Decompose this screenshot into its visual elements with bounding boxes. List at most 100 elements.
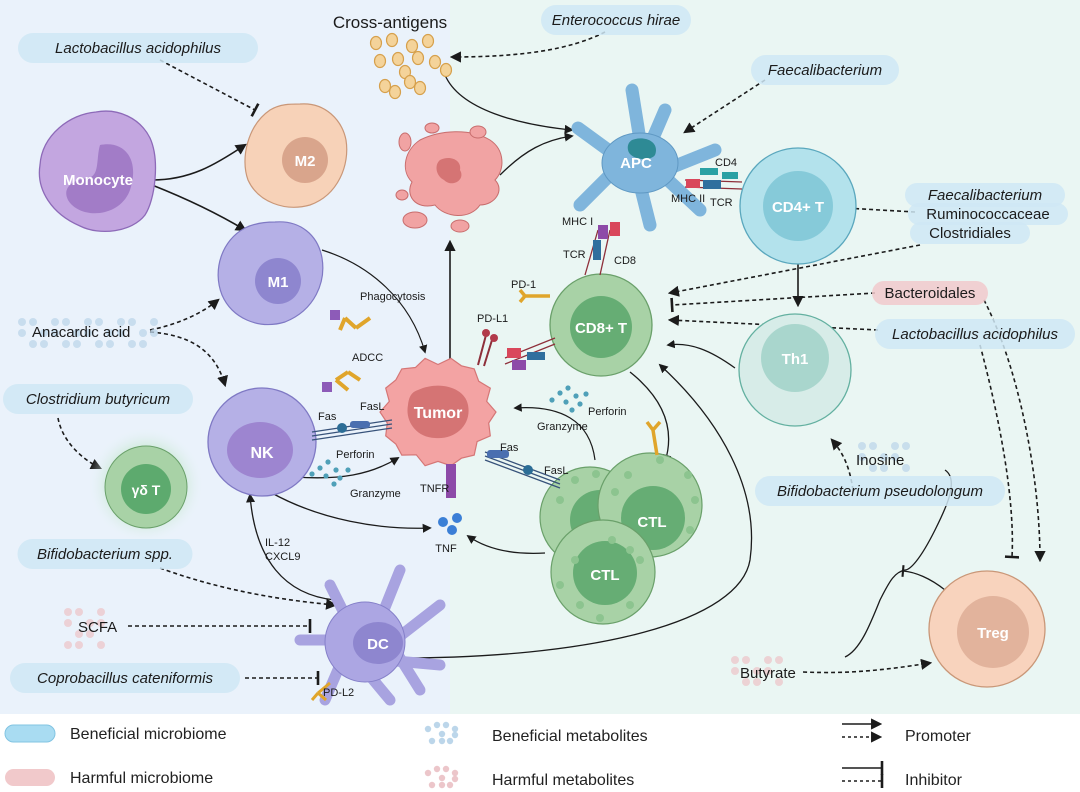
microbe-clostridium-butyricum[interactable]: Clostridium butyricum <box>3 384 193 414</box>
antigen-particle <box>428 54 442 70</box>
th1-label: Th1 <box>782 351 809 368</box>
microbe-label: Coprobacillus cateniformis <box>37 670 213 687</box>
anacardic-acid-dot <box>150 329 158 337</box>
inosine-dot <box>869 442 877 450</box>
anacardic-acid-dot <box>73 329 81 337</box>
scfa-dot <box>64 619 72 627</box>
butyrate-dot <box>742 678 750 686</box>
monocyte-cell[interactable]: Monocyte <box>38 110 157 233</box>
microbe-pill-bg <box>10 663 240 693</box>
m1-macrophage-cell[interactable]: M1 <box>217 221 324 326</box>
cd8-label: CD8 <box>614 255 636 267</box>
ctl-label-2: CTL <box>590 567 619 584</box>
fasl-ctl-label: FasL <box>544 465 568 477</box>
arrow-antigens-to-apc <box>444 74 574 134</box>
m2-macrophage-cell[interactable]: M2 <box>244 103 348 208</box>
microbe-pill-bg <box>755 476 1005 506</box>
anacardic-acid-dot <box>29 340 37 348</box>
butyrate-dot <box>753 667 761 675</box>
anacardic-acid-dot <box>139 329 147 337</box>
fas-nk-label: Fas <box>318 411 337 423</box>
antigen-particle <box>373 53 387 69</box>
anacardic-acid-dot <box>29 318 37 326</box>
antigen-particle <box>403 74 417 90</box>
anacardic-acid-dot <box>51 329 59 337</box>
apc-cell[interactable]: APC <box>571 83 722 232</box>
microbe-clostridiales[interactable]: Clostridiales <box>910 222 1030 244</box>
microbe-label: Bifidobacterium spp. <box>37 546 173 563</box>
monocyte-label: Monocyte <box>63 172 133 189</box>
anacardic-acid-dot <box>40 340 48 348</box>
microbe-label: Bifidobacterium pseudolongum <box>777 483 983 500</box>
tcr-cd8-label: TCR <box>563 249 586 261</box>
m1-label: M1 <box>268 274 289 291</box>
anacardic-acid-dot <box>18 329 26 337</box>
arrow-dc-to-nk <box>246 493 336 601</box>
microbe-bifidobacterium-spp[interactable]: Bifidobacterium spp. <box>17 539 193 569</box>
anacardic-acid-dot <box>62 340 70 348</box>
microbe-bacteroidales[interactable]: Bacteroidales <box>872 281 988 305</box>
dashed-enterococcus-to-antigens <box>449 31 606 63</box>
arrow-ctl-to-tnf <box>466 534 546 554</box>
granzyme-particle-nk <box>323 473 329 479</box>
scfa-dot <box>64 608 72 616</box>
tumor-cell[interactable]: Tumor <box>379 357 497 467</box>
treg-cell[interactable]: Treg <box>928 570 1046 688</box>
anacardic-acid-dot <box>84 329 92 337</box>
anacardic-acid-dot <box>51 318 59 326</box>
gamma-delta-t-cell[interactable]: γδ T <box>88 427 204 543</box>
microbe-bifidobacterium-pseudolongum[interactable]: Bifidobacterium pseudolongum <box>755 476 1005 506</box>
microbe-enterococcus[interactable]: Enterococcus hirae <box>541 5 691 35</box>
scfa-dot <box>75 608 83 616</box>
ctl-granule <box>626 601 634 609</box>
microbe-faecalibacterium-right[interactable]: Faecalibacterium <box>905 183 1065 207</box>
microbe-coprobacillus[interactable]: Coprobacillus cateniformis <box>10 663 240 693</box>
anacardic-acid-label: Anacardic acid <box>32 324 130 341</box>
receptor-glyphs <box>310 168 743 702</box>
cd4-t-cell[interactable]: CD4+ T <box>739 147 857 265</box>
microbe-faecalibacterium-top[interactable]: Faecalibacterium <box>751 55 899 85</box>
arrow-dc-to-cd8 <box>379 363 753 659</box>
ctl-cells[interactable]: CTL CTL <box>539 452 703 625</box>
nk-label: NK <box>250 445 274 462</box>
ctl-granule <box>686 526 694 534</box>
anacardic-acid-dot <box>117 329 125 337</box>
microbe-ruminococcaceae[interactable]: Ruminococcaceae <box>908 203 1068 225</box>
scfa-dot <box>97 641 105 649</box>
legend-metabolite-dot <box>446 781 454 789</box>
arrow-th1-to-cd8 <box>666 339 736 369</box>
nk-cell[interactable]: NK <box>207 387 317 497</box>
cd8-t-cell[interactable]: CD8+ T <box>549 273 653 377</box>
dendritic-cell[interactable]: DC <box>294 564 446 706</box>
inosine-label: Inosine <box>856 452 904 469</box>
granzyme-particle-ctl <box>577 401 583 407</box>
granzyme-particle-nk <box>333 467 339 473</box>
legend-metabolite-dot <box>451 775 459 783</box>
tnf-label: TNF <box>435 543 457 555</box>
ctl-granule <box>636 556 644 564</box>
microbe-label: Ruminococcaceae <box>926 206 1049 223</box>
inosine-dot <box>902 464 910 472</box>
ctl-granule <box>596 614 604 622</box>
phagocytosis-label: Phagocytosis <box>360 291 426 303</box>
tumor-label: Tumor <box>414 405 463 422</box>
microbe-pill-bg <box>18 33 258 63</box>
ctl-granule <box>556 496 564 504</box>
anacardic-acid-dot <box>128 318 136 326</box>
legend-harmful-microbiome-swatch <box>5 769 55 786</box>
arrow-m1-phagocytosis-tumor <box>321 249 428 354</box>
microbe-pill-bg <box>3 384 193 414</box>
microbe-lactobacillus-right[interactable]: Lactobacillus acidophilus <box>875 319 1075 349</box>
arrow-monocyte-to-m1 <box>151 184 247 232</box>
legend-beneficial-metabolites-swatch <box>424 721 459 745</box>
granzyme-particle-ctl <box>563 399 569 405</box>
fasl-nk-label: FasL <box>360 401 384 413</box>
pd-l2-label: PD-L2 <box>323 687 354 699</box>
th1-cell[interactable]: Th1 <box>738 313 852 427</box>
microbe-lactobacillus-left[interactable]: Lactobacillus acidophilus <box>18 33 258 63</box>
fas-ctl-label: Fas <box>500 442 519 454</box>
gamma-delta-t-label: γδ T <box>132 482 161 498</box>
butyrate-dot <box>775 656 783 664</box>
microbe-pill-bg <box>541 5 691 35</box>
ctl-granule <box>611 488 619 496</box>
